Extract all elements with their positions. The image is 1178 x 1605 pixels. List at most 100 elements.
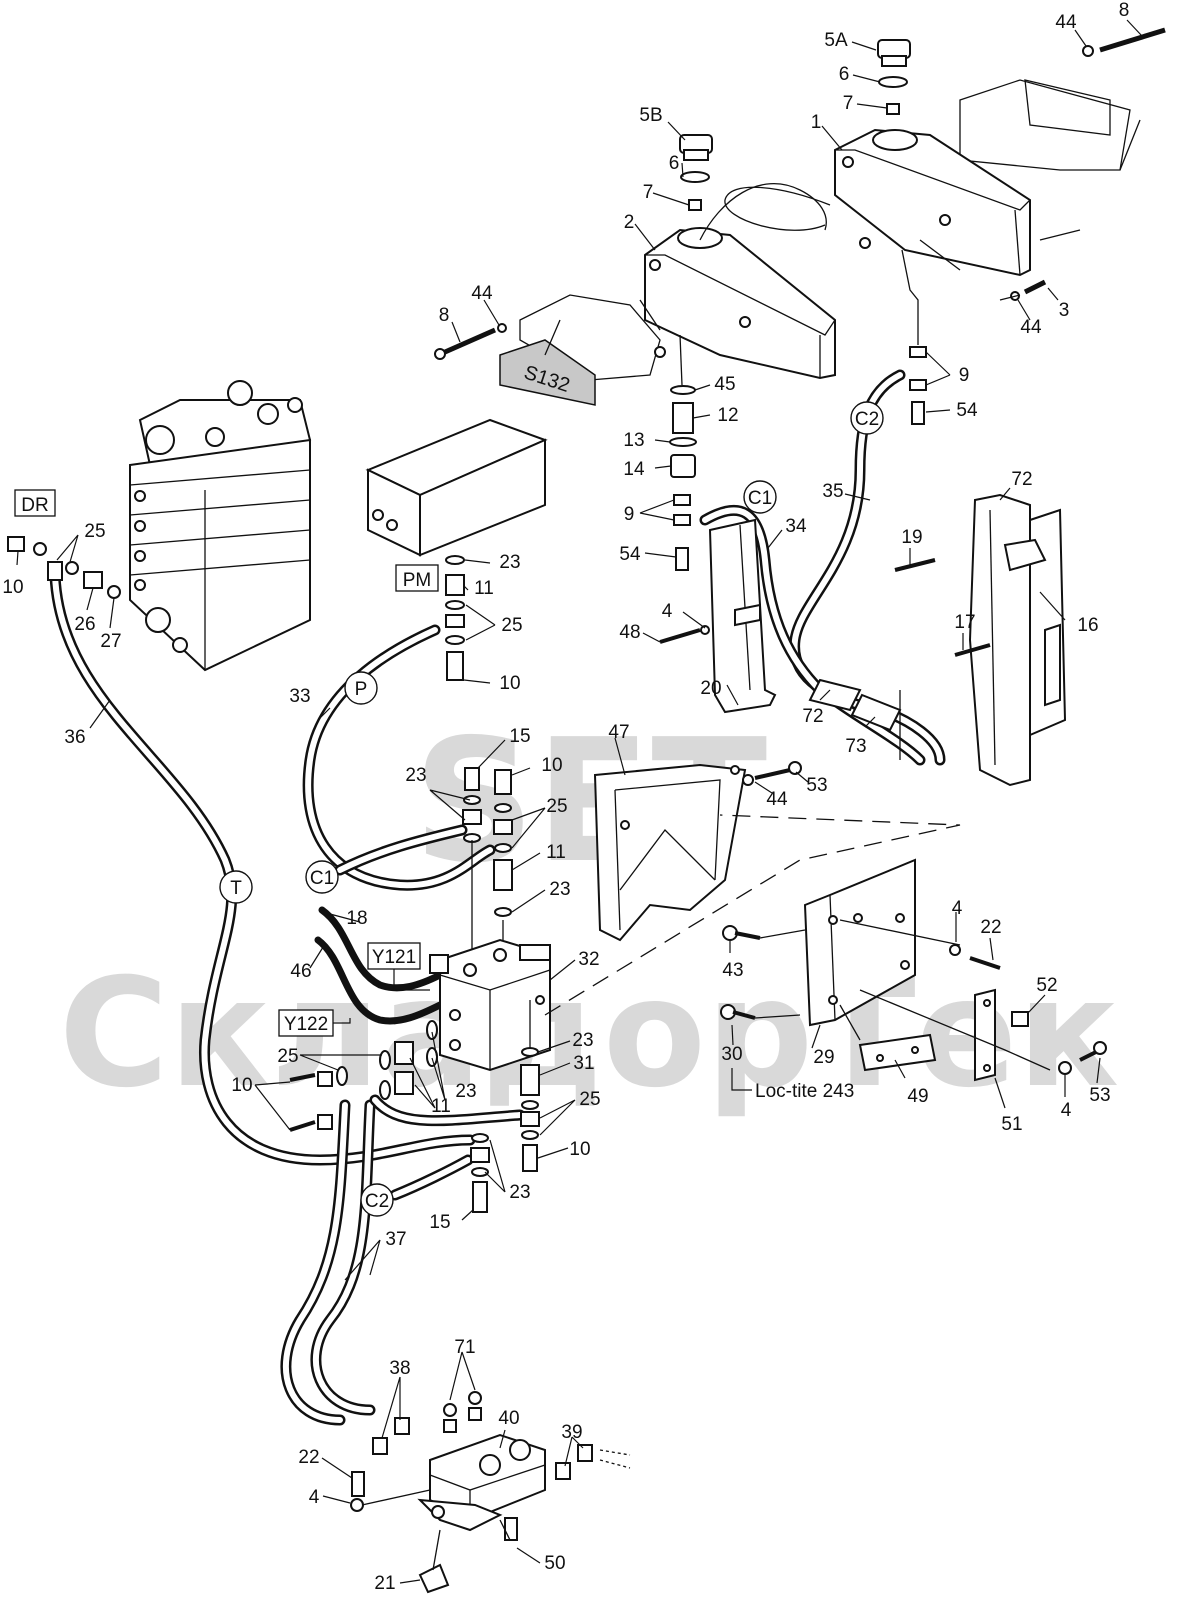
pm-fittings-stack [445,555,465,681]
dr-fittings [7,536,121,599]
callout-14: 14 [623,459,645,480]
tank-1-bracket [959,79,1131,171]
circle-c1-left: C1 [305,860,339,894]
tank-2-handle [699,183,827,241]
callout-6b: 6 [669,153,680,174]
circle-t: T [219,870,253,904]
valve-40 [417,1391,546,1532]
tank-1 [724,79,1131,277]
assembly-lines [361,119,1141,1571]
callout-22a: 22 [980,917,1001,938]
callout-11c: 11 [431,1096,451,1117]
callout-22b: 22 [298,1447,319,1468]
callout-10a: 10 [2,577,23,598]
cover-47 [593,763,747,942]
callout-29: 29 [813,1047,834,1068]
callout-10b: 10 [499,673,520,694]
callout-7a: 7 [843,93,854,114]
callout-18: 18 [346,908,367,929]
plate-51 [974,988,996,1082]
callout-6a: 6 [839,64,850,85]
valve-sections [129,438,311,672]
tank-2-plate [499,339,596,406]
callout-30: 30 [721,1044,742,1065]
svg-text:Y121: Y121 [372,947,416,968]
callout-15b: 15 [429,1212,450,1233]
watermark: SET СкладорТек [59,703,1119,1121]
callout-23d: 23 [572,1030,593,1051]
callout-52: 52 [1036,975,1057,996]
cap-5a-stack [877,27,1166,115]
callout-2: 2 [624,212,635,233]
callout-25c: 25 [579,1089,600,1110]
cable-46 [314,936,444,1025]
callout-19: 19 [901,527,922,548]
bracket-29 [803,858,916,1027]
svg-text:C2: C2 [855,409,879,430]
callout-48: 48 [619,622,640,643]
callout-12: 12 [717,405,738,426]
callout-25b: 25 [546,796,567,817]
callout-34: 34 [785,516,807,537]
callout-1: 1 [811,112,822,133]
callout-25d: 25 [277,1046,298,1067]
side-fittings [289,1020,438,1132]
svg-text:P: P [355,679,368,700]
tank-1-handle [724,186,831,231]
svg-text:C1: C1 [310,868,334,889]
callout-21: 21 [374,1573,395,1594]
circle-c2-top: C2 [850,401,884,435]
svg-text:C1: C1 [748,488,772,509]
callout-9b: 9 [624,504,635,525]
fittings-9-54-right [909,346,927,425]
control-valve-block [129,380,312,672]
callout-leaders [16,19,1143,1584]
callout-numbers: 44 8 5A 6 7 1 5B 6 7 2 44 8 44 3 9 54 45… [2,0,1129,1594]
callout-32: 32 [578,949,599,970]
label-pm: PM [395,564,439,592]
svg-text:Loc-tite 243: Loc-tite 243 [755,1081,854,1102]
callout-73: 73 [845,736,866,757]
callout-3: 3 [1059,300,1070,321]
solenoid-valve-32 [429,938,551,1072]
callout-4b: 4 [952,898,963,919]
callout-11b: 11 [546,842,566,863]
callout-13: 13 [623,430,644,451]
callout-9a: 9 [959,365,970,386]
bolt-53-top [742,761,802,786]
callout-20: 20 [700,678,721,699]
cable-18 [318,906,444,992]
callout-17: 17 [954,612,975,633]
svg-text:PM: PM [403,570,432,591]
control-lever-72 [894,493,1067,787]
callout-35: 35 [822,481,843,502]
callout-11a: 11 [474,578,494,599]
callout-4d: 4 [309,1487,320,1508]
callout-31: 31 [573,1053,594,1074]
callout-23c: 23 [549,879,570,900]
callout-dr25: 25 [84,521,105,542]
callout-33: 33 [289,686,310,707]
svg-text:T: T [230,878,242,899]
callout-23e: 23 [455,1081,476,1102]
callout-71: 71 [454,1337,475,1358]
callout-37: 37 [385,1229,406,1250]
label-y122: Y122 [278,1009,351,1037]
callout-43: 43 [722,960,743,981]
callout-25a: 25 [501,615,522,636]
cap-5b-stack [679,134,713,211]
svg-text:Y122: Y122 [284,1014,328,1035]
bolts-right [720,925,1107,1075]
boxed-labels: DR PM Y121 Y122 [14,489,439,1037]
callout-39: 39 [561,1422,582,1443]
bracket-20 [659,518,777,714]
callout-23a: 23 [499,552,520,573]
callout-5b: 5B [639,105,662,126]
svg-text:DR: DR [21,495,48,516]
tank-2 [499,183,836,406]
label-y121: Y121 [367,942,430,991]
bolt-8-left [434,323,507,360]
tank-2-body [644,228,836,380]
